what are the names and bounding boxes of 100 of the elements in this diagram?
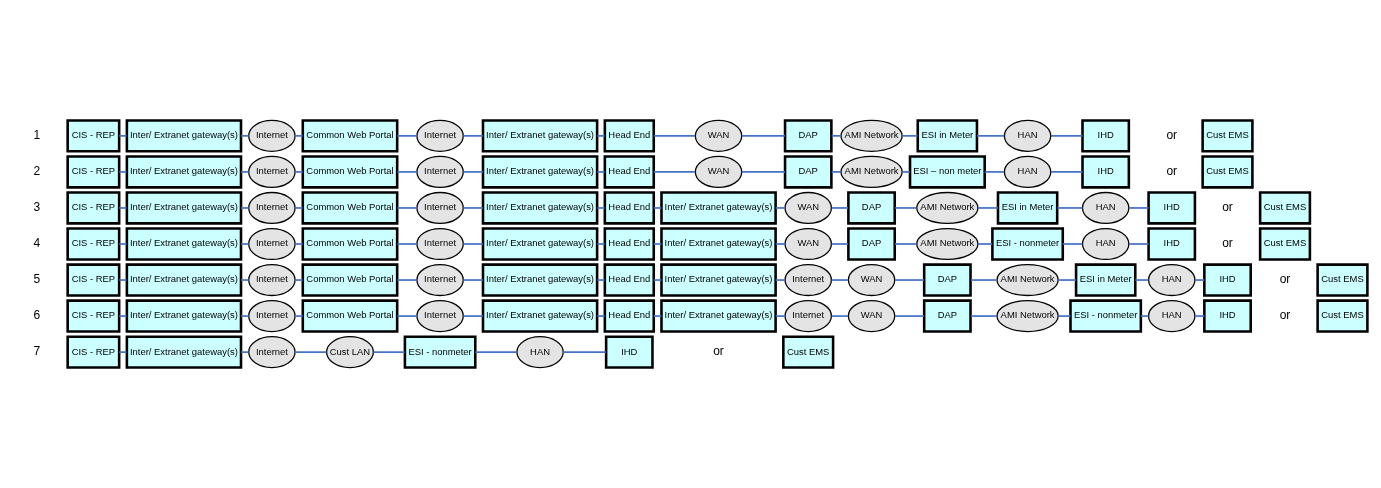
connector <box>294 135 304 137</box>
node-box: ESI – non meter <box>908 155 986 189</box>
connector <box>240 243 250 245</box>
node-box: ESI in Meter <box>996 191 1059 225</box>
node-ellipse: Internet <box>248 191 296 225</box>
node-box: ESI - nonmeter <box>991 227 1065 261</box>
node-box: DAP <box>922 263 972 297</box>
connector <box>983 171 1006 173</box>
node-box: DAP <box>783 119 833 153</box>
connector <box>240 315 250 317</box>
connector <box>462 279 484 281</box>
node-box: ESI - nonmeter <box>403 335 477 369</box>
node-ellipse: AMI Network <box>916 191 979 225</box>
node-ellipse: Cust LAN <box>325 336 375 369</box>
connector <box>372 351 406 353</box>
connector <box>653 279 663 281</box>
node-box: CIS - REP <box>66 227 121 261</box>
node-ellipse: WAN <box>694 119 743 152</box>
node-box: Inter/ Extranet gateway(s) <box>125 191 243 225</box>
node-box: Inter/ Extranet gateway(s) <box>125 155 243 189</box>
connector <box>118 135 128 137</box>
connector <box>118 315 128 317</box>
node-box: IHD <box>1147 191 1197 225</box>
node-box: Head End <box>603 227 656 261</box>
node-ellipse: WAN <box>694 155 743 188</box>
connector <box>596 315 606 317</box>
node-box: CIS - REP <box>66 335 121 369</box>
connector <box>1194 279 1206 281</box>
node-box: Inter/ Extranet gateway(s) <box>481 263 599 297</box>
connector <box>1140 315 1150 317</box>
node-box: Inter/ Extranet gateway(s) <box>125 335 243 369</box>
node-box: Common Web Portal <box>301 299 399 333</box>
connector <box>396 135 418 137</box>
connector <box>596 243 606 245</box>
connector <box>1128 207 1150 209</box>
node-ellipse: WAN <box>784 191 833 225</box>
connector <box>977 243 994 245</box>
node-box: Cust EMS <box>1258 191 1312 225</box>
node-ellipse: Internet <box>248 300 296 333</box>
connector <box>240 207 250 209</box>
node-box: Inter/ Extranet gateway(s) <box>125 227 243 261</box>
connector <box>1061 243 1084 245</box>
connector <box>901 135 919 137</box>
label: 7 <box>33 344 41 359</box>
connector <box>294 279 304 281</box>
connector <box>1050 135 1084 137</box>
node-box: IHD <box>1203 263 1252 297</box>
connector <box>118 207 128 209</box>
connector <box>1057 279 1077 281</box>
connector <box>653 243 663 245</box>
label: or <box>1279 308 1291 323</box>
connector <box>653 135 697 137</box>
connector <box>118 171 128 173</box>
node-box: IHD <box>1081 119 1131 153</box>
label: or <box>1279 272 1291 287</box>
node-ellipse: HAN <box>1081 191 1130 225</box>
node-ellipse: HAN <box>1147 263 1196 297</box>
connector <box>462 135 484 137</box>
node-ellipse: HAN <box>1081 227 1130 261</box>
connector <box>240 135 250 137</box>
connector <box>596 135 606 137</box>
connector <box>830 243 849 245</box>
label: 4 <box>33 236 41 251</box>
connector <box>462 315 484 317</box>
node-box: Inter/ Extranet gateway(s) <box>125 263 243 297</box>
connector <box>830 279 849 281</box>
node-box: DAP <box>847 191 896 225</box>
connector <box>970 279 998 281</box>
node-box: IHD <box>1081 155 1131 189</box>
connector <box>118 243 128 245</box>
node-ellipse: Internet <box>416 191 464 225</box>
connector <box>118 279 128 281</box>
node-box: Inter/ Extranet gateway(s) <box>481 299 599 333</box>
connector <box>596 171 606 173</box>
node-box: Head End <box>603 119 656 153</box>
connector <box>1194 315 1206 317</box>
label: or <box>713 344 724 359</box>
connector <box>240 171 250 173</box>
connector <box>294 171 304 173</box>
node-ellipse: WAN <box>784 227 833 261</box>
connector <box>775 243 786 245</box>
node-ellipse: Internet <box>416 227 464 261</box>
label: 6 <box>33 308 41 323</box>
connector <box>240 279 250 281</box>
node-box: IHD <box>1147 227 1197 261</box>
label: or <box>1222 236 1233 251</box>
node-box: Inter/ Extranet gateway(s) <box>481 155 599 189</box>
node-box: Common Web Portal <box>301 263 399 297</box>
connector <box>977 207 999 209</box>
node-box: CIS - REP <box>66 263 121 297</box>
node-ellipse: Internet <box>248 263 296 297</box>
node-ellipse: HAN <box>516 336 564 369</box>
connector <box>901 171 911 173</box>
connector <box>462 207 484 209</box>
label: 2 <box>33 164 41 179</box>
node-box: Common Web Portal <box>301 227 399 261</box>
node-box: DAP <box>922 299 972 333</box>
label: 1 <box>33 128 41 143</box>
connector <box>1056 207 1084 209</box>
node-ellipse: Internet <box>416 300 464 333</box>
